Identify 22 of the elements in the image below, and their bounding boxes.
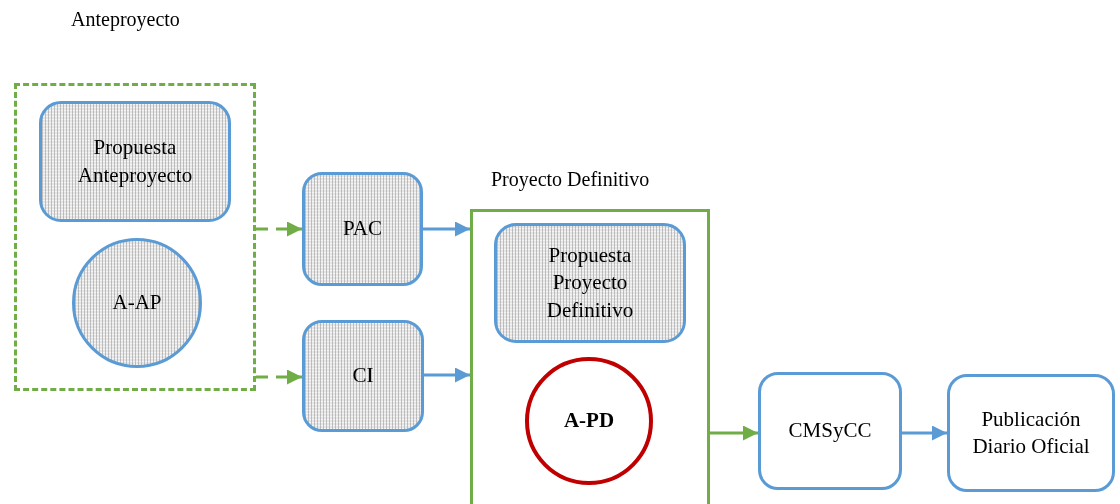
node-label: A-AP — [112, 289, 162, 317]
node-label: Propuesta Anteproyecto — [76, 134, 194, 189]
group-heading: Anteproyecto — [71, 8, 180, 31]
node-label: CMSyCC — [788, 417, 872, 445]
node-label: A-PD — [563, 407, 615, 435]
group-heading: Proyecto Definitivo — [491, 168, 650, 191]
process-box — [302, 172, 423, 286]
arrow — [902, 425, 947, 441]
arrow — [256, 369, 302, 385]
node-label: Publicación Diario Oficial — [971, 405, 1091, 460]
node-label: Propuesta Proyecto Definitivo — [545, 242, 635, 324]
arrow — [256, 221, 302, 237]
process-box — [758, 372, 902, 490]
process-box — [302, 320, 424, 432]
node-label: CI — [352, 362, 374, 390]
process-box — [39, 101, 231, 222]
arrow — [424, 367, 470, 383]
process-box — [494, 223, 686, 343]
arrow — [423, 221, 470, 237]
arrow — [710, 425, 758, 441]
node-label: PAC — [343, 215, 382, 243]
process-box — [947, 374, 1115, 492]
